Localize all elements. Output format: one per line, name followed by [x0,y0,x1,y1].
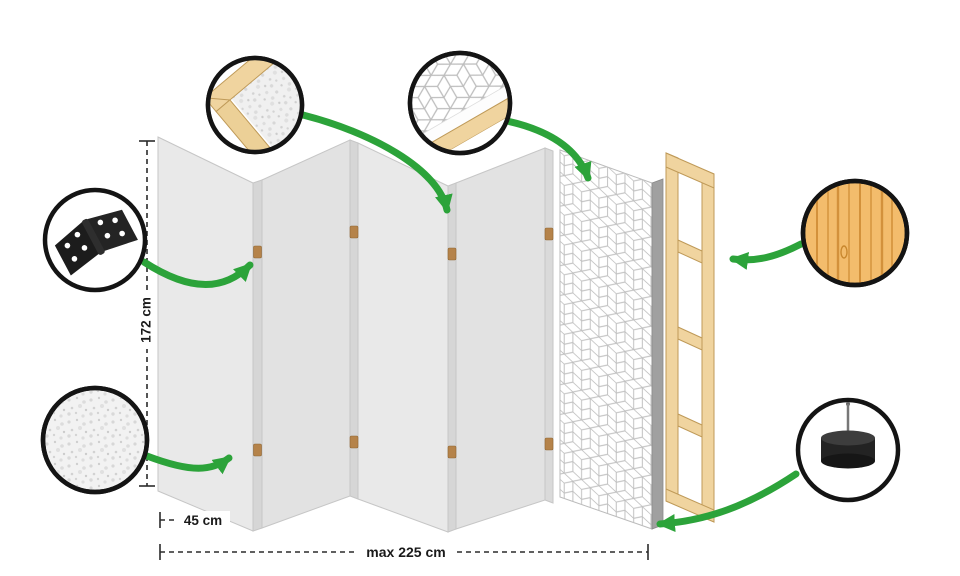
max-width-dimension-label: max 225 cm [366,544,445,560]
arrow-edge-to-pattern [503,117,592,182]
patterned-panel-side-edge [651,178,664,530]
dimension-labels: 172 cm 45 cm max 225 cm [138,291,455,561]
arrow-foot-to-base [656,470,800,533]
callout-protective-foot-detail [795,397,901,503]
screen-panel-3 [357,142,449,533]
fleece-texture [45,390,145,490]
hinge-pin [544,437,554,451]
hinge-pin [253,245,262,259]
wooden-frame [665,152,715,523]
folding-screen [157,136,554,533]
frame-left-rail [665,152,679,507]
callout-metal-hinge-detail [42,187,148,293]
arrow-corner-to-panel [299,111,453,214]
arrow-fleece-to-panel [143,452,233,475]
hinge-pin [349,225,359,239]
panel-width-dimension-label: 45 cm [184,513,222,528]
foot-icon [821,402,875,469]
callout-fleece-texture-detail [40,385,150,495]
hinge-pins [253,225,554,459]
hinge-pin [447,247,457,261]
panel-fold-edge-1 [252,179,263,532]
frame-rung-3 [677,413,703,438]
frame-top-bar [665,152,715,189]
panel-fold-edge-3 [447,182,457,533]
frame-bottom-bar [665,488,715,523]
hinge-pin [253,443,262,457]
callout-panel-edge-print-detail [407,50,513,156]
hinge-pin [349,435,359,449]
hinge-pin [544,227,554,241]
patterned-panel-print [560,150,652,529]
callout-pine-wood-texture-detail [800,178,910,288]
frame-right-rail [701,168,715,523]
height-dimension-label: 172 cm [139,297,154,343]
hinge-icon [54,209,138,276]
hinge-pin [447,445,457,459]
frame-rung-1 [677,239,703,264]
patterned-panel [559,149,664,530]
arrow-hinge-to-fold [140,258,254,288]
screen-panel-1 [157,136,254,532]
arrow-wood-to-frame [729,240,805,270]
frame-rung-2 [677,326,703,351]
screen-panel-4 [455,147,546,530]
callout-arrows [140,111,805,533]
screen-panel-2 [261,139,351,529]
